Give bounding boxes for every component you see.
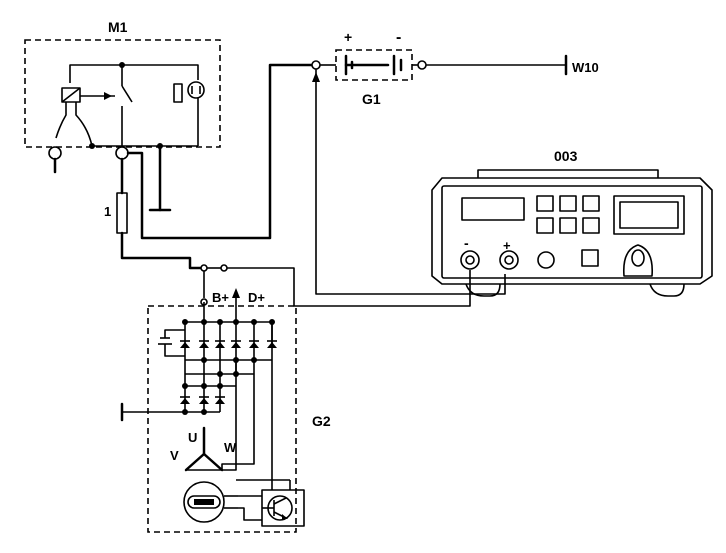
phase-u-label: U [188,430,197,445]
battery-terminal-plus [311,60,321,70]
diode-bridge-lower [180,386,225,412]
rotor [183,481,238,523]
starter-terminal-50 [48,146,62,160]
alternator-terminal-d-label: D+ [248,290,265,305]
tester-key[interactable] [582,217,600,234]
battery-tester-wire [315,69,506,295]
tester-terminal-negative[interactable] [460,250,480,270]
tester-label: 003 [554,148,578,164]
starter-boundary [24,39,221,148]
battery-minus-label: - [396,29,401,46]
fuse-to-alternator-wire [120,231,202,270]
starter-battery-wire [126,63,314,240]
alternator-boundary [147,305,297,533]
tester-key[interactable] [559,195,577,212]
stator-winding: U V W [170,360,255,472]
battery-plus-label: + [344,29,352,45]
alternator-label: G2 [312,413,331,429]
tester-003: 003 - + [431,148,713,297]
starter-top-bus [69,64,199,83]
relay-coil [61,87,81,103]
tester-pos-label: + [503,238,511,253]
starter-label: M1 [108,19,128,35]
alternator-terminal-b-label: B+ [212,290,229,305]
tester-handle [477,169,659,178]
voltage-regulator [236,322,305,527]
tester-key[interactable] [536,195,554,212]
fuse-1: 1 [104,157,202,270]
tester-body [431,177,713,285]
tester-dial[interactable] [622,244,654,277]
fuse-label: 1 [104,204,111,219]
ground-w10: W10 [426,54,599,76]
motor-armature [187,81,205,99]
tester-terminal-positive[interactable] [499,250,519,270]
tester-key[interactable] [536,217,554,234]
tester-neg-label: - [464,235,469,251]
tester-display-left [461,197,525,221]
tester-key[interactable] [582,195,600,212]
ground-label: W10 [572,60,599,75]
tester-foot-right [649,283,685,297]
battery-g1: + - G1 [311,29,427,107]
starter-switch [121,85,133,103]
alternator-g2: B+ D+ G2 [120,288,331,533]
motor-brush [173,83,183,103]
starter-terminal-30 [115,146,129,160]
tester-knob[interactable] [537,251,555,269]
fuse-body [116,192,128,234]
phase-w-label: W [224,440,237,455]
phase-v-label: V [170,448,179,463]
tester-key[interactable] [559,217,577,234]
battery-terminal-minus [417,60,427,70]
tester-display-right [613,195,685,235]
rotor-housing [183,481,225,523]
starter-motor-m1: M1 [24,19,221,212]
tester-button[interactable] [581,249,599,267]
battery-label: G1 [362,91,381,107]
